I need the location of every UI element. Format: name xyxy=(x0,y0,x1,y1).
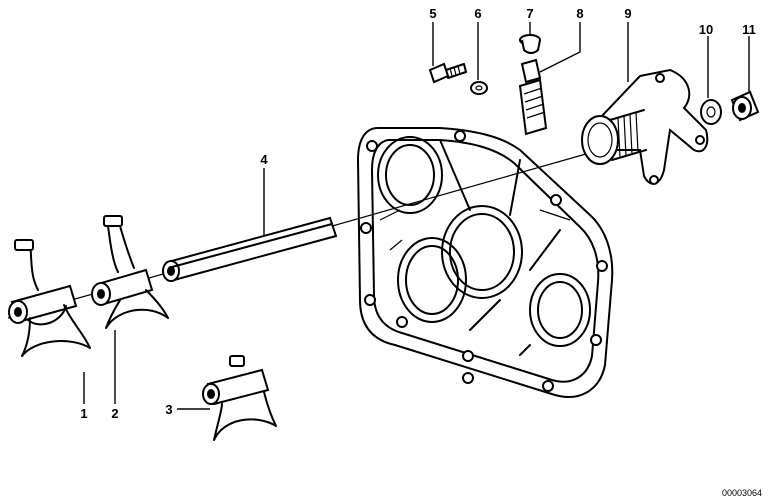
callout-2: 2 xyxy=(111,406,118,421)
collar-nut xyxy=(730,90,760,122)
leader-lines xyxy=(83,22,750,410)
callout-9: 9 xyxy=(624,6,631,21)
sealing-ring-hole xyxy=(706,106,716,118)
callout-8: 8 xyxy=(576,6,583,21)
callout-11: 11 xyxy=(742,22,756,37)
sealing-ring xyxy=(700,99,722,125)
speedometer-pinion xyxy=(518,58,548,136)
washer-hole xyxy=(475,85,483,91)
shift-fork-2 xyxy=(91,215,169,329)
bushing xyxy=(519,34,541,54)
callout-10: 10 xyxy=(699,22,713,37)
callout-3: 3 xyxy=(165,402,172,417)
shift-fork-1 xyxy=(8,239,91,357)
shift-rod xyxy=(162,216,338,282)
diagram-part-number: 00003064 xyxy=(722,488,762,498)
callout-5: 5 xyxy=(429,6,436,21)
callout-1: 1 xyxy=(80,406,87,421)
gearbox-cover xyxy=(357,127,614,398)
callout-6: 6 xyxy=(474,6,481,21)
callout-4: 4 xyxy=(260,152,268,167)
bearing-flange xyxy=(581,68,709,185)
shift-fork-3 xyxy=(202,355,277,441)
washer xyxy=(470,81,488,95)
callout-7: 7 xyxy=(526,6,533,21)
bolt xyxy=(428,62,467,84)
